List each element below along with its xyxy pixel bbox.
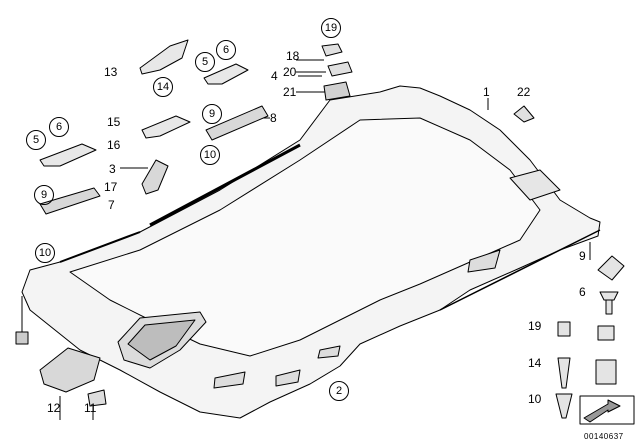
grab-handle-left <box>39 187 101 215</box>
part-label-20: 20 <box>283 65 297 79</box>
part-label-8: 8 <box>270 111 277 125</box>
part-label-14-circled: 14 <box>153 77 173 97</box>
part-label-6-circled-left: 6 <box>49 117 69 137</box>
bracket-part-13 <box>139 39 189 75</box>
part-label-19-circled: 19 <box>321 18 341 38</box>
part-label-19-right: 19 <box>528 319 542 333</box>
grab-handle-part-8 <box>205 105 269 141</box>
part-label-16: 16 <box>107 138 121 152</box>
nut-part-4 <box>595 359 617 385</box>
part-label-14-right: 14 <box>528 356 542 370</box>
part-label-4: 4 <box>271 69 278 83</box>
part-label-10-circled-mid: 10 <box>200 145 220 165</box>
part-11-clip <box>87 389 107 407</box>
document-id: 00140637 <box>584 432 624 441</box>
part-label-1: 1 <box>483 85 490 99</box>
part-label-12: 12 <box>47 401 61 415</box>
part-label-11: 11 <box>84 401 97 415</box>
part-label-10-right: 10 <box>528 392 542 406</box>
part-label-6-circled-top: 6 <box>216 40 236 60</box>
headliner-inner-contour <box>69 117 541 357</box>
bolt-part-5 <box>597 325 615 341</box>
part-label-6-right: 6 <box>579 285 586 299</box>
part-label-7: 7 <box>108 198 115 212</box>
part-20-housing <box>327 61 353 77</box>
side-rail <box>149 143 301 227</box>
screw-part-14 <box>557 357 571 389</box>
holder-part-5-6-top <box>203 63 249 85</box>
part-12-mount <box>39 347 101 393</box>
part-label-5-circled-left: 5 <box>26 130 46 150</box>
screw-part-19 <box>557 321 571 337</box>
screw-part-10 <box>555 393 573 419</box>
part-22-clip <box>513 105 535 123</box>
part-label-13: 13 <box>104 65 118 79</box>
part-label-3: 3 <box>109 162 116 176</box>
part-label-5-circled-top: 5 <box>195 52 215 72</box>
part-label-22: 22 <box>517 85 531 99</box>
part-label-2-circled: 2 <box>329 381 349 401</box>
rivet-part-6 <box>599 291 619 315</box>
part-18-clip <box>321 43 343 57</box>
holder-part-15-16 <box>141 115 191 139</box>
cover-part-17 <box>141 159 169 195</box>
part-label-21: 21 <box>283 85 297 99</box>
part-label-17: 17 <box>104 180 118 194</box>
clip-part-9 <box>597 255 625 281</box>
part-label-10-circled-left: 10 <box>35 243 55 263</box>
part-label-9-circled-left: 9 <box>34 185 54 205</box>
direction-arrow-icon <box>583 399 621 423</box>
part-label-9-right: 9 <box>579 249 586 263</box>
part-label-15: 15 <box>107 115 121 129</box>
part-21-housing <box>323 81 351 101</box>
part-label-9-circled-mid: 9 <box>202 104 222 124</box>
part-label-18: 18 <box>286 49 300 63</box>
holder-part-5-6-left <box>39 143 97 167</box>
